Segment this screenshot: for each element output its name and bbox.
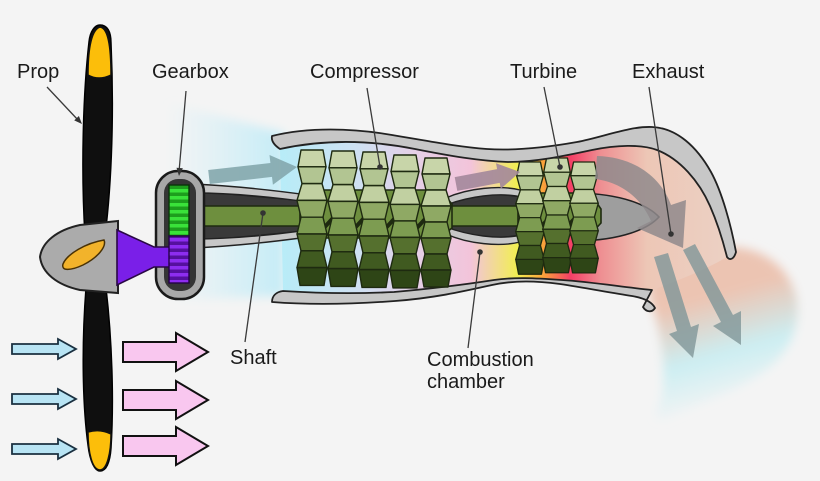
leader-compressor-dot: [377, 164, 383, 170]
gearbox-purple-gear: [168, 235, 190, 284]
leader-shaft-dot: [260, 210, 266, 216]
leader-gearbox-arrowhead: [176, 167, 183, 176]
label-combustion-line2: chamber: [427, 371, 505, 393]
compressor-blade-stage-2: [327, 150, 359, 288]
exhaust-plume: [648, 247, 798, 421]
label-compressor: Compressor: [310, 61, 419, 83]
label-shaft: Shaft: [230, 347, 277, 369]
leader-compressor: [366, 87, 381, 168]
leader-prop-arrowhead: [74, 115, 82, 124]
leader-lines: [46, 86, 674, 349]
compressor-blade-stage-4: [389, 154, 421, 289]
leader-combustion-dot: [477, 249, 483, 255]
propeller-tip-bottom: [87, 429, 112, 471]
compressor-blade-stage-5: [420, 157, 452, 288]
compressor-blade-stage-3: [358, 151, 390, 289]
exhaust-flow-arrow-large: [595, 156, 686, 248]
leader-gearbox: [178, 90, 187, 173]
label-combustion-line1: Combustion: [427, 349, 534, 371]
nacelle-bottom-cowl: [271, 277, 656, 313]
label-turbine: Turbine: [510, 61, 577, 83]
propwash-arrows: [122, 332, 209, 466]
propeller-tip-top: [87, 26, 112, 79]
hub-blade-root: [62, 239, 106, 271]
exhaust-plume-arrow-1: [654, 253, 699, 358]
leader-exhaust-dot: [668, 231, 674, 237]
leader-turbine: [543, 86, 561, 168]
core-flow-arrow: [454, 163, 520, 191]
leader-exhaust: [648, 86, 672, 235]
gearbox-green-gear: [168, 184, 190, 237]
propeller-blade-bottom: [82, 287, 114, 472]
label-prop: Prop: [17, 61, 59, 83]
turbine-blade-stage-1: [515, 161, 545, 275]
leader-shaft: [244, 212, 264, 343]
label-exhaust: Exhaust: [632, 61, 705, 83]
compressor-blade-stage-1: [296, 149, 328, 287]
label-gearbox: Gearbox: [152, 61, 229, 83]
leader-combustion: [467, 251, 481, 349]
nacelle-top-cowl: [270, 126, 737, 260]
leader-turbine-dot: [557, 164, 563, 170]
leader-prop: [46, 86, 79, 121]
exhaust-plume-arrow-2: [683, 244, 741, 345]
intake-flow-arrow: [208, 155, 297, 185]
turbine-blade-stage-2: [542, 157, 572, 274]
turbine-blade-stage-3: [569, 161, 599, 274]
